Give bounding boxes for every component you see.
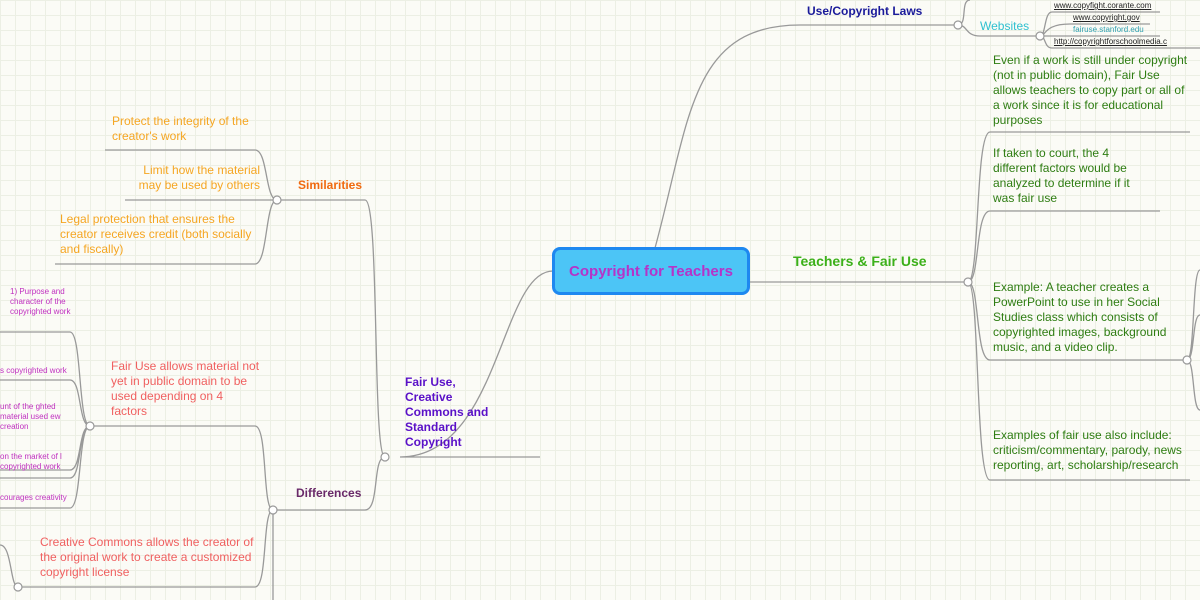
similarity-item[interactable]: Limit how the material may be used by ot… [138,163,260,192]
factor-item[interactable]: courages creativity [0,493,67,502]
factor-item[interactable]: s copyrighted work [0,366,67,375]
factor-item[interactable]: unt of the ghted material used ew creati… [0,402,61,431]
teachers-item[interactable]: If taken to court, the 4 different facto… [993,146,1130,205]
similarity-item[interactable]: Legal protection that ensures the creato… [60,212,252,256]
topic-teachers-fair-use[interactable]: Teachers & Fair Use [793,253,927,269]
central-topic[interactable]: Copyright for Teachers [552,247,750,295]
websites-label[interactable]: Websites [980,19,1030,33]
topic-copyright-laws[interactable]: Use/Copyright Laws [807,4,923,18]
website-link[interactable]: www.copyright.gov [1073,13,1140,22]
topic-similarities[interactable]: Similarities [298,178,363,192]
factor-item[interactable]: 1) Purpose and character of the copyrigh… [10,287,71,316]
teachers-item[interactable]: Examples of fair use also include: criti… [993,428,1182,472]
website-link[interactable]: fairuse.stanford.edu [1073,25,1144,34]
topic-fair-use-cc-copyright[interactable]: Fair Use, Creative Commons and Standard … [405,375,489,449]
website-link[interactable]: http://copyrightforschoolmedia.c [1054,37,1167,46]
topic-differences[interactable]: Differences [296,486,362,500]
fair-use-difference[interactable]: Fair Use allows material not yet in publ… [111,359,260,418]
similarity-item[interactable]: Protect the integrity of the creator's w… [112,114,249,143]
website-link[interactable]: www.copyfight.corante.com [1054,1,1152,10]
factor-item[interactable]: on the market of l copyrighted work [0,452,62,471]
teachers-item[interactable]: Even if a work is still under copyright … [993,53,1188,127]
creative-commons-difference[interactable]: Creative Commons allows the creator of t… [40,535,254,579]
teachers-item[interactable]: Example: A teacher creates a PowerPoint … [993,280,1167,354]
